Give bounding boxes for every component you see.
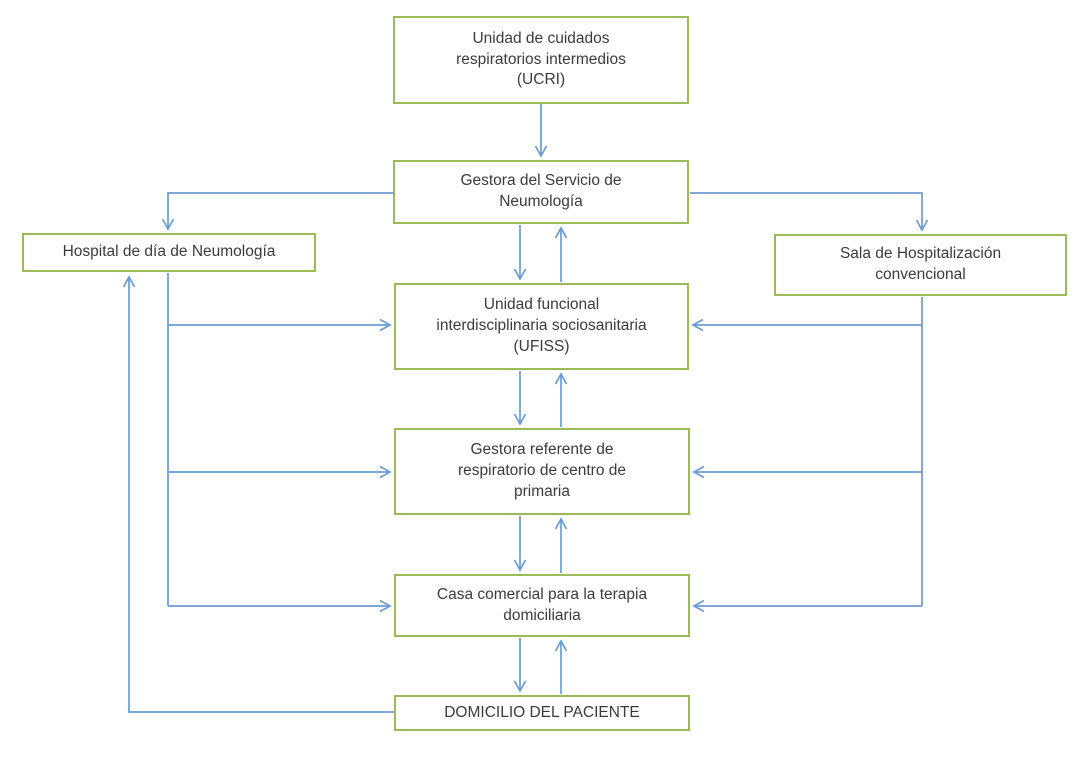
node-ucri: Unidad de cuidados respiratorios interme… xyxy=(393,16,689,104)
node-gestora-referente: Gestora referente de respiratorio de cen… xyxy=(394,428,690,515)
node-gestora-servicio: Gestora del Servicio de Neumología xyxy=(393,160,689,224)
node-sala-hospitalizacion: Sala de Hospitalización convencional xyxy=(774,234,1067,296)
node-ufiss: Unidad funcional interdisciplinaria soci… xyxy=(394,283,689,370)
node-hospital-dia: Hospital de día de Neumología xyxy=(22,233,316,272)
edge-domicilio-to-hospital-dia xyxy=(122,275,394,713)
edge-gestora-servicio-to-hospital-dia xyxy=(161,192,394,231)
node-domicilio: DOMICILIO DEL PACIENTE xyxy=(394,695,690,731)
node-casa-comercial: Casa comercial para la terapia domicilia… xyxy=(394,574,690,637)
edge-gestora-servicio-to-sala xyxy=(690,192,929,232)
